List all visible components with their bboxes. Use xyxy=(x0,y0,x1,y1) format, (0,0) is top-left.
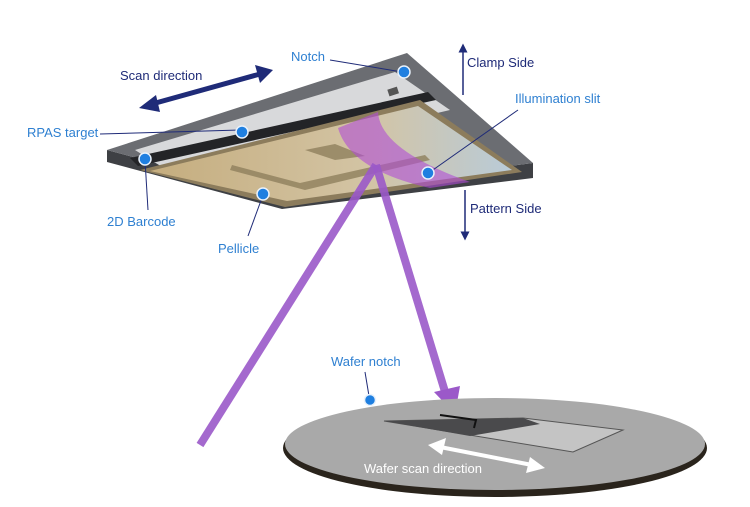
rpas-target-marker xyxy=(235,125,249,139)
illumination-slit-marker xyxy=(421,166,435,180)
notch-square xyxy=(387,86,399,97)
reticle-clamp-bar xyxy=(130,92,436,166)
illumination-slit-leader xyxy=(429,109,519,173)
wafer-scan-arrowhead-left xyxy=(428,438,446,455)
clamp-side-label: Clamp Side xyxy=(467,55,535,70)
incident-beam xyxy=(196,162,380,448)
scan-arrowhead-left xyxy=(139,95,160,112)
rpas-target-label: RPAS target xyxy=(27,125,99,140)
pellicle-label: Pellicle xyxy=(218,241,260,256)
barcode-marker xyxy=(138,152,152,166)
wafer-notch-leader xyxy=(364,371,370,397)
wafer-scan-arrowhead-right xyxy=(526,457,545,473)
wafer-scan-arrow xyxy=(439,445,533,467)
wafer-scan-direction-label: Wafer scan direction xyxy=(364,461,483,476)
wafer-surface xyxy=(285,398,705,490)
scan-direction-label: Scan direction xyxy=(120,68,203,83)
wafer-notch-label: Wafer notch xyxy=(331,354,401,369)
scan-direction-arrow xyxy=(151,71,261,107)
illumination-slit xyxy=(338,112,470,188)
wafer-notch-marker xyxy=(363,393,377,407)
exposed-die xyxy=(384,418,540,436)
notch-leader xyxy=(329,59,403,73)
projected-beam xyxy=(372,163,450,397)
pattern-mark-2 xyxy=(305,144,365,160)
pattern-mark xyxy=(230,155,430,190)
notch-marker xyxy=(397,65,411,79)
wafer xyxy=(283,398,707,497)
rpas-target-leader xyxy=(99,129,241,135)
pellicle-leader xyxy=(247,194,264,237)
notch-label: Notch xyxy=(291,49,325,64)
barcode-label: 2D Barcode xyxy=(107,214,176,229)
pattern-side-label: Pattern Side xyxy=(470,201,542,216)
scan-arrowhead-right xyxy=(255,65,273,83)
pellicle-marker xyxy=(256,187,270,201)
reticle xyxy=(107,53,533,209)
illumination-slit-label: Illumination slit xyxy=(515,91,601,106)
die-pattern xyxy=(439,414,478,429)
barcode-leader xyxy=(144,159,149,211)
